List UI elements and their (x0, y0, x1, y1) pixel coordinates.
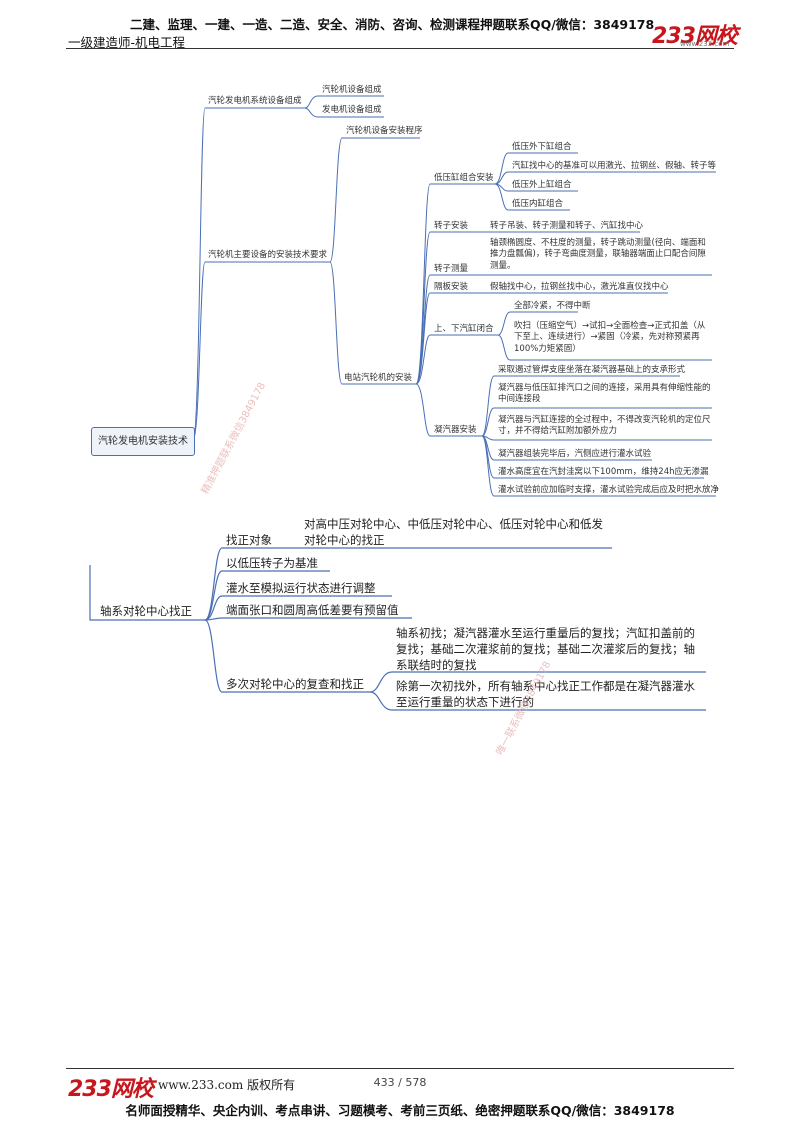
group-rotor-install: 转子安装 (434, 221, 469, 231)
header-top-line: 二建、监理、一建、一造、二造、安全、消防、咨询、检测课程押题联系QQ/微信：38… (130, 17, 655, 32)
group-low-pressure-cylinder: 低压缸组合安装 (434, 173, 494, 183)
page-number: 433 / 578 (373, 1076, 427, 1089)
header-logo[interactable]: 233网校 (652, 24, 738, 49)
node-multiple-recheck: 多次对轮中心的复查和找正 (226, 677, 364, 691)
footer-rule (66, 1068, 734, 1069)
item-g6-4: 凝汽器组装完毕后，汽侧应进行灌水试验 (498, 449, 652, 459)
node-alignment-target-desc: 对高中压对轮中心、中低压对轮中心、低压对轮中心和低发对轮中心的找正 (304, 517, 603, 548)
item-g6-2: 凝汽器与低压缸排汽口之间的连接，采用具有伸缩性能的中间连接段 (498, 383, 711, 405)
mindmap-root-turbine-installation: 汽轮发电机安装技术 (91, 427, 195, 456)
header-subtitle: 一级建造师-机电工程 (68, 35, 186, 50)
mindmap-connectors (89, 95, 716, 711)
branch-system-composition: 汽轮发电机系统设备组成 (208, 96, 302, 106)
node-lp-rotor-baseline: 以低压转子为基准 (226, 556, 318, 570)
item-g3: 轴颈椭圆度、不柱度的测量，转子跳动测量(径向、端面和推力盘瓢偏)，转子弯曲度测量… (490, 238, 706, 271)
item-g1-2: 汽缸找中心的基准可以用激光、拉钢丝、假轴、转子等 (512, 161, 717, 171)
group-diaphragm-install: 隔板安装 (434, 282, 469, 292)
item-g6-6: 灌水试验前应加临时支撑，灌水试验完成后应及时把水放净 (498, 485, 720, 495)
item-g5-1: 全部冷紧，不得中断 (514, 301, 591, 311)
footer-contact-line: 名师面授精华、央企内训、考点串讲、习题模考、考前三页纸、绝密押题联系QQ/微信：… (125, 1103, 675, 1118)
node-water-fill-adjust: 灌水至模拟运行状态进行调整 (226, 581, 376, 595)
node-recheck-note: 除第一次初找外，所有轴系中心找正工作都是在凝汽器灌水至运行重量的状态下进行的 (396, 679, 695, 710)
footer-copyright: www.233.com 版权所有 (158, 1078, 296, 1092)
item-g6-5: 灌水高度宜在汽封洼窝以下100mm，维持24h应无渗漏 (498, 467, 709, 477)
node-install-procedure: 汽轮机设备安装程序 (346, 126, 423, 136)
item-g2: 转子吊装、转子测量和转子、汽缸找中心 (490, 221, 644, 231)
node-recheck-list: 轴系初找；凝汽器灌水至运行重量后的复找；汽缸扣盖前的复找；基础二次灌浆前的复找；… (396, 626, 695, 673)
item-g6-3: 凝汽器与汽缸连接的全过程中，不得改变汽轮机的定位尺寸，并不得给汽缸附加额外应力 (498, 415, 711, 437)
group-rotor-measure: 转子测量 (434, 264, 469, 274)
item-g1-3: 低压外上缸组合 (512, 180, 572, 190)
mindmap-root-shaft-alignment: 轴系对轮中心找正 (100, 604, 192, 618)
header-logo-url: www.233.com (680, 40, 730, 48)
group-condenser-install: 凝汽器安装 (434, 425, 477, 435)
node-alignment-target: 找正对象 (226, 533, 272, 547)
node-power-station-turbine: 电站汽轮机的安装 (344, 373, 413, 383)
footer-logo[interactable]: 233网校 (68, 1077, 154, 1102)
header-rule (66, 48, 734, 49)
item-g1-4: 低压内缸组合 (512, 199, 564, 209)
node-preset-values: 端面张口和圆周高低差要有预留值 (226, 603, 399, 617)
node-turbine-composition: 汽轮机设备组成 (322, 85, 382, 95)
item-g1-1: 低压外下缸组合 (512, 142, 572, 152)
group-cylinder-closing: 上、下汽缸闭合 (434, 324, 494, 334)
item-g5-2: 吹扫（压缩空气）→试扣→全面检查→正式扣盖（从下至上、连续进行）→紧固（冷紧，先… (514, 321, 706, 354)
node-generator-composition: 发电机设备组成 (322, 105, 382, 115)
item-g6-1: 采取遏过管焊支座坐落在凝汽器基础上的支承形式 (498, 365, 686, 375)
branch-main-equipment-install: 汽轮机主要设备的安装技术要求 (208, 250, 328, 260)
item-g4: 假轴找中心，拉钢丝找中心，激光准直仪找中心 (490, 282, 669, 292)
